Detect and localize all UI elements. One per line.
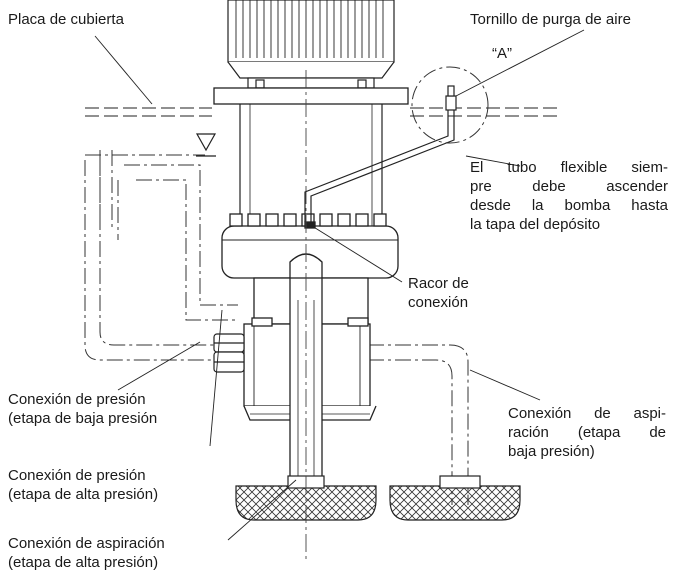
detail-a-circle: [411, 66, 489, 144]
liquid-level-symbol: [195, 133, 217, 157]
lantern: [239, 104, 383, 230]
hose-note-line-1: El tubo flexible siem-: [470, 159, 668, 176]
connector-line-2: conexión: [408, 294, 469, 311]
coupling-nuts: [213, 333, 245, 373]
leader-lines: [94, 29, 585, 541]
suction-low-line-2: ración (etapa de: [508, 424, 666, 441]
strainer-right: [389, 475, 521, 521]
air-vent-screw: [445, 85, 457, 111]
hose-note-line-4: la tapa del depósito: [470, 216, 601, 233]
suction-low-line-3: baja presión): [508, 443, 595, 460]
label-pressure-low: Conexión de presión (etapa de baja presi…: [8, 390, 157, 428]
label-suction-low: Conexión de aspi- ración (etapa de baja …: [508, 404, 668, 461]
cover-plate: [85, 87, 560, 117]
label-cover-plate: Placa de cubierta: [8, 11, 124, 28]
label-air-vent-screw: Tornillo de purga de aire: [470, 11, 631, 28]
pressure-low-line-1: Conexión de presión: [8, 391, 146, 408]
pressure-piping: [84, 160, 238, 361]
suction-high-line-2: (etapa de alta presión): [8, 554, 159, 571]
pump-head: [221, 213, 399, 279]
label-suction-high: Conexión de aspiración (etapa de alta pr…: [8, 534, 165, 572]
hose-note-line-2: pre debe ascender: [470, 178, 668, 195]
connector-line-1: Racor de: [408, 275, 469, 292]
label-detail-a: “A”: [492, 45, 512, 62]
suction-high-line-1: Conexión de aspiración: [8, 535, 165, 552]
flexible-hose: [304, 108, 455, 222]
suction-piping: [368, 344, 469, 505]
label-hose-note: El tubo flexible siem- pre debe ascender…: [470, 158, 668, 234]
motor: [227, 0, 395, 89]
label-connector: Racor de conexión: [408, 274, 469, 312]
pressure-high-line-2: (etapa de alta presión): [8, 486, 159, 503]
label-pressure-high: Conexión de presión (etapa de alta presi…: [8, 466, 158, 504]
hose-note-line-3: desde la bomba hasta: [470, 197, 668, 214]
tank-outline: [85, 150, 205, 230]
pressure-high-line-1: Conexión de presión: [8, 467, 146, 484]
pressure-low-line-2: (etapa de baja presión: [8, 410, 158, 427]
suction-low-line-1: Conexión de aspi-: [508, 405, 666, 422]
